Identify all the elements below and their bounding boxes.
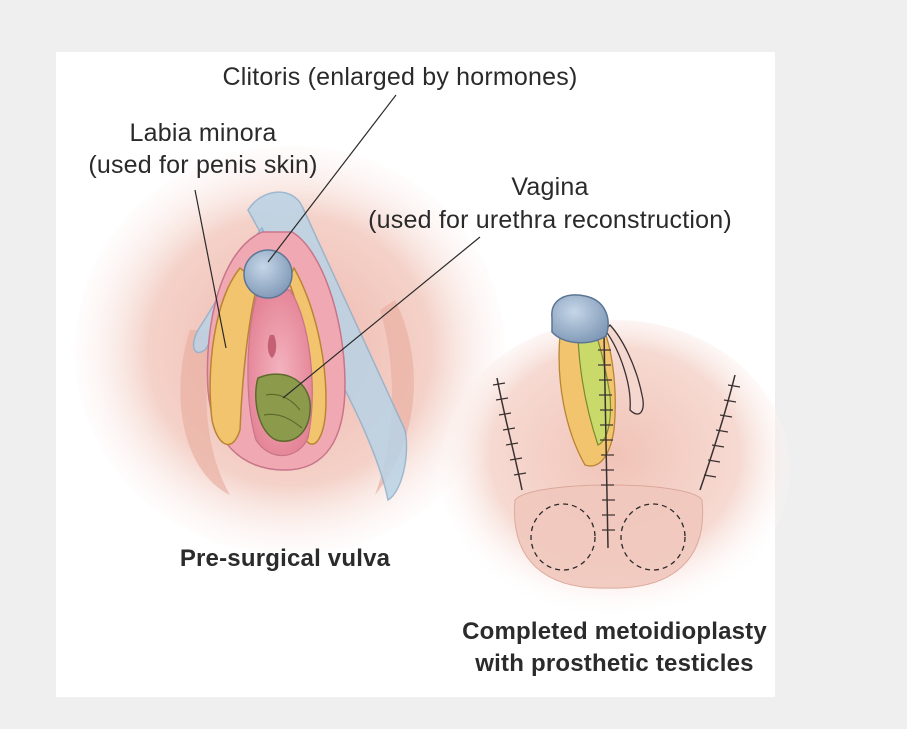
caption-completed-note: with prosthetic testicles bbox=[475, 650, 754, 677]
leader-line-vagina bbox=[282, 236, 481, 399]
label-vagina-note: (used for urethra reconstruction) bbox=[368, 206, 732, 234]
label-labia-minora: Labia minora bbox=[129, 119, 277, 147]
caption-completed: Completed metoidioplasty bbox=[462, 618, 767, 645]
prosthetic-testicle-right bbox=[620, 503, 686, 571]
vagina-fold bbox=[263, 413, 303, 429]
caption-presurgical: Pre-surgical vulva bbox=[179, 545, 391, 572]
label-labia-minora-note: (used for penis skin) bbox=[88, 151, 318, 179]
label-clitoris: Clitoris (enlarged by hormones) bbox=[222, 63, 578, 91]
clitoris-glans bbox=[243, 249, 293, 299]
suture-stitches-left bbox=[492, 382, 527, 476]
labia-minora-left bbox=[209, 266, 259, 446]
urethra-graft bbox=[577, 334, 612, 446]
presurgical-vulva-illustration bbox=[75, 145, 505, 555]
metoidioplasty-illustration bbox=[440, 294, 790, 620]
suture-incision-left bbox=[496, 377, 523, 491]
lateral-skin-flap bbox=[604, 324, 644, 415]
skin-fold-right bbox=[375, 300, 414, 495]
urethral-opening bbox=[267, 335, 277, 358]
prosthetic-testicle-left bbox=[530, 503, 596, 571]
leader-line-clitoris bbox=[267, 94, 397, 263]
suture-incision-right bbox=[699, 374, 736, 491]
midline-suture bbox=[603, 334, 609, 549]
leader-line-labia bbox=[194, 189, 227, 349]
vagina-fold bbox=[265, 393, 301, 411]
label-vagina: Vagina bbox=[511, 173, 589, 201]
suture-stitches-right bbox=[703, 384, 741, 478]
midline-stitches bbox=[598, 349, 615, 531]
neophallus-glans bbox=[551, 294, 609, 344]
skin-fold-left bbox=[180, 330, 230, 495]
